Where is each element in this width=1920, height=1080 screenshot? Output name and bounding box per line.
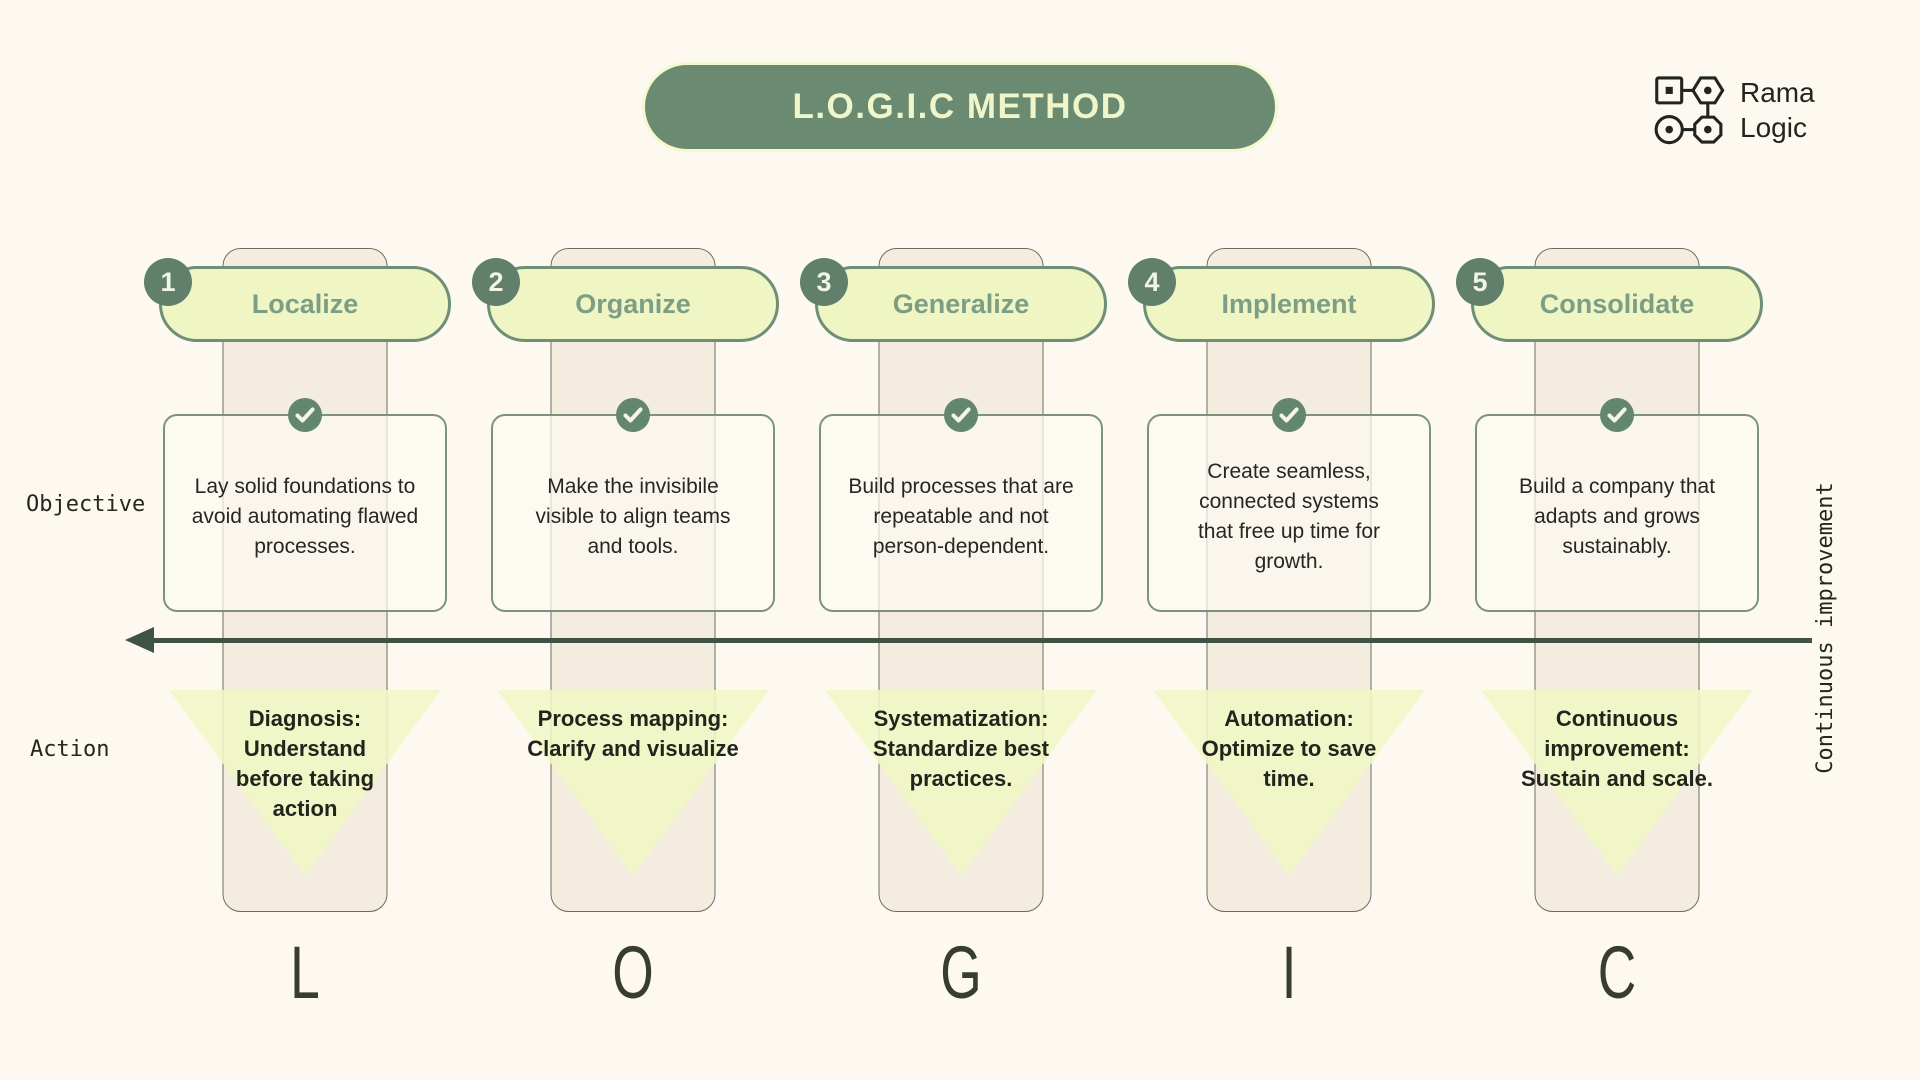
objective-card: Build a company that adapts and grows su… [1475, 414, 1759, 612]
column-title: Consolidate [1539, 288, 1695, 319]
step-number-badge: 4 [1128, 258, 1176, 306]
column-letter: L [290, 931, 320, 1014]
step-number-badge: 1 [144, 258, 192, 306]
check-icon [944, 398, 978, 432]
row-label-objective: Objective [26, 492, 146, 517]
column-letter: G [940, 931, 982, 1014]
objective-text: Lay solid foundations to avoid automatin… [191, 475, 419, 558]
column-title: Localize [251, 288, 359, 319]
brand-name-line1: Rama [1740, 77, 1815, 108]
check-icon [616, 398, 650, 432]
continuous-improvement-axis-label: Continuous improvement [1813, 482, 1838, 774]
title-pill: L.O.G.I.C METHOD [642, 62, 1278, 152]
column-header-pill: Organize [487, 266, 779, 342]
column-header-pill: Implement [1143, 266, 1435, 342]
action-text: Continuous improvement: Sustain and scal… [1521, 706, 1713, 791]
objective-text: Create seamless, connected systems that … [1197, 460, 1381, 573]
action-text: Process mapping: Clarify and visualize [527, 706, 739, 761]
action-text: Systematization: Standardize best practi… [872, 706, 1050, 791]
column-localize: Localize 1 Lay solid foundations to avoi… [140, 0, 470, 1080]
objective-text: Make the invisibile visible to align tea… [535, 475, 731, 558]
nodes-graph-icon [1654, 76, 1725, 145]
column-generalize: Generalize 3 Build processes that are re… [796, 0, 1126, 1080]
check-icon [1600, 398, 1634, 432]
column-header-pill: Generalize [815, 266, 1107, 342]
column-title: Generalize [892, 288, 1030, 319]
step-number-badge: 3 [800, 258, 848, 306]
objective-text: Build a company that adapts and grows su… [1518, 475, 1716, 558]
column-title: Organize [575, 288, 691, 319]
objective-card: Make the invisibile visible to align tea… [491, 414, 775, 612]
check-icon [1272, 398, 1306, 432]
column-title: Implement [1221, 288, 1357, 319]
brand-logo: Rama Logic [1652, 72, 1815, 148]
page-title: L.O.G.I.C METHOD [792, 87, 1128, 126]
column-organize: Organize 2 Make the invisibile visible t… [468, 0, 798, 1080]
objective-card: Lay solid foundations to avoid automatin… [163, 414, 447, 612]
action-text: Diagnosis: Understand before taking acti… [235, 706, 375, 821]
continuous-improvement-arrow [125, 627, 1812, 653]
objective-card: Build processes that are repeatable and … [819, 414, 1103, 612]
objective-card: Create seamless, connected systems that … [1147, 414, 1431, 612]
column-header-pill: Consolidate [1471, 266, 1763, 342]
column-consolidate: Consolidate 5 Build a company that adapt… [1452, 0, 1782, 1080]
step-number-badge: 2 [472, 258, 520, 306]
check-icon [288, 398, 322, 432]
action-text: Automation: Optimize to save time. [1201, 706, 1377, 791]
column-letter: O [612, 931, 654, 1014]
arrow-left-head-icon [125, 627, 154, 653]
brand-name-line2: Logic [1740, 112, 1807, 143]
column-letter: C [1597, 931, 1637, 1014]
column-implement: Implement 4 Create seamless, connected s… [1124, 0, 1454, 1080]
column-letter: I [1281, 931, 1297, 1014]
column-header-pill: Localize [159, 266, 451, 342]
row-label-action: Action [30, 737, 110, 762]
brand-name: Rama Logic [1740, 75, 1815, 145]
objective-text: Build processes that are repeatable and … [848, 475, 1074, 558]
step-number-badge: 5 [1456, 258, 1504, 306]
